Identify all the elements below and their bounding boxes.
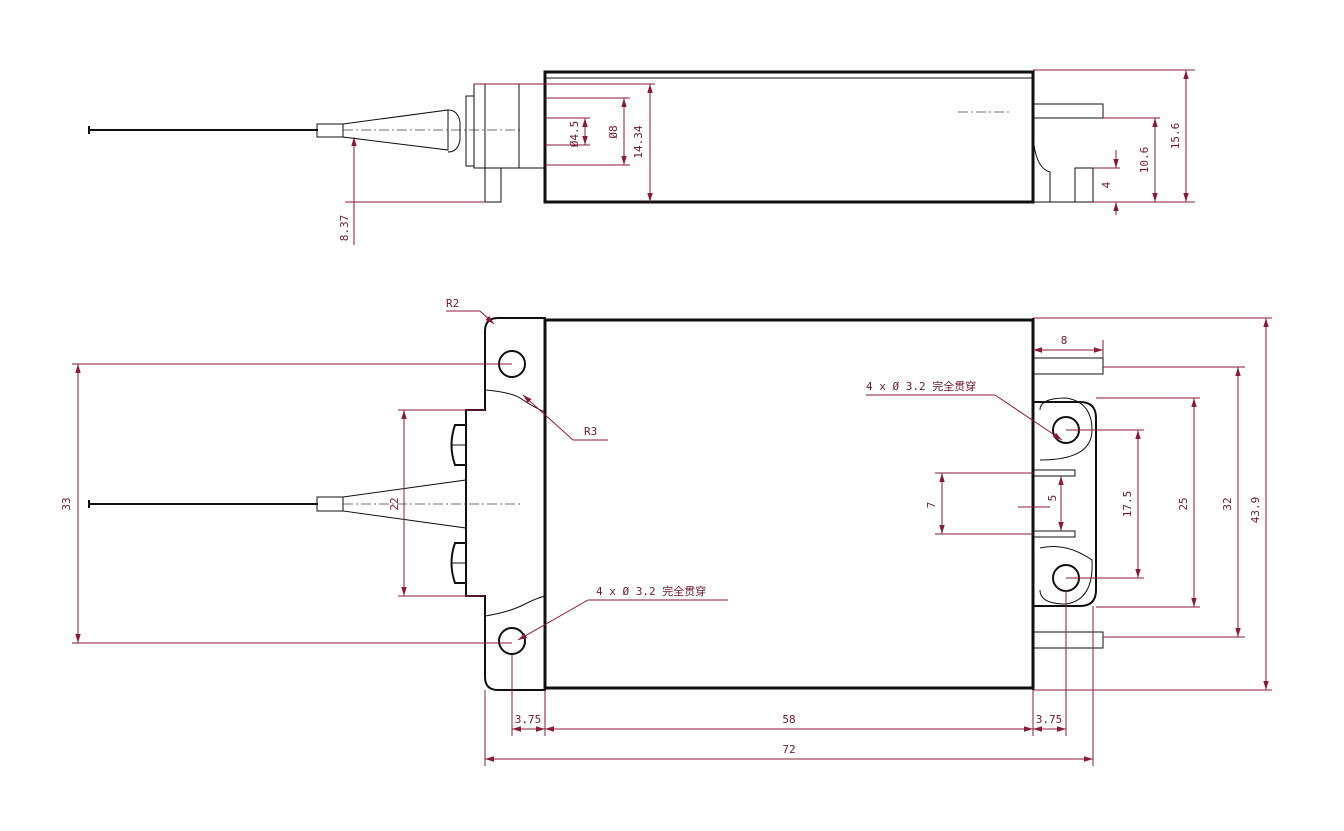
dim-43-9: 43.9 (1249, 497, 1262, 524)
pin-top (1032, 103, 1104, 119)
dim-15-6: 15.6 (1169, 123, 1182, 150)
dim-14-34: 14.34 (632, 125, 645, 158)
mount-hole-bottom-left (498, 627, 526, 655)
dim-5: 5 (1046, 495, 1059, 502)
front-view: R2 R3 4 x Ø 3.2 完全贯穿 4 x Ø 3.2 完全贯穿 8 33… (60, 297, 1272, 766)
dim-33: 33 (60, 497, 73, 510)
top-view: Ø4.5 Ø8 14.34 8.37 15.6 10.6 4 (88, 69, 1195, 245)
dim-58: 58 (782, 713, 795, 726)
dim-72: 72 (782, 743, 795, 756)
flange-block (465, 95, 475, 167)
hole-callout-right: 4 x Ø 3.2 完全贯穿 (866, 379, 976, 393)
housing-top (543, 318, 1035, 690)
dim-32: 32 (1221, 497, 1234, 510)
radius-r2-label: R2 (446, 297, 459, 310)
dim-8: 8 (1061, 334, 1068, 347)
dim-4: 4 (1100, 181, 1113, 188)
dim-8-37: 8.37 (338, 215, 351, 242)
dim-17-5: 17.5 (1121, 491, 1134, 518)
fiber-boot (342, 109, 449, 151)
dim-3-75-right: 3.75 (1036, 713, 1063, 726)
pin-right-top (1032, 357, 1104, 375)
dim-diameter-8: Ø8 (607, 125, 620, 138)
hole-callout-left: 4 x Ø 3.2 完全贯穿 (596, 584, 706, 598)
radius-r3-label: R3 (584, 425, 597, 438)
screw-head-top (450, 424, 466, 466)
dim-diameter-4-5: Ø4.5 (568, 121, 581, 148)
dim-3-75-left: 3.75 (515, 713, 542, 726)
dim-10-6: 10.6 (1138, 147, 1151, 174)
fiber-sleeve (316, 123, 344, 138)
screw-head-bottom (450, 542, 466, 584)
dim-22: 22 (388, 497, 401, 510)
dim-25: 25 (1177, 497, 1190, 510)
pin-right-bottom (1032, 631, 1104, 649)
dim-7: 7 (925, 502, 938, 509)
